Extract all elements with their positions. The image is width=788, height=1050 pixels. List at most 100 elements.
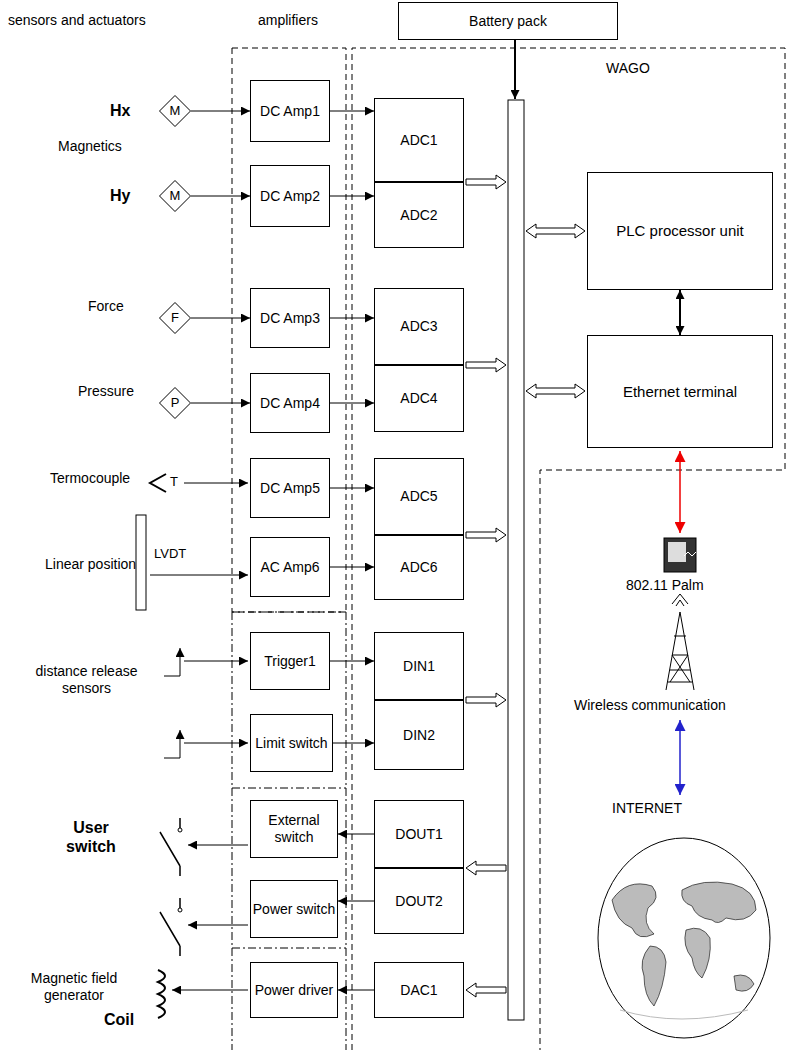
node-label: DC Amp1 bbox=[260, 103, 320, 120]
amplifier-group-outline bbox=[232, 48, 346, 612]
node-label: DC Amp4 bbox=[260, 395, 320, 412]
bus-arrow bbox=[526, 224, 585, 238]
ethernet-link bbox=[679, 451, 681, 533]
text-label: Linear position bbox=[45, 556, 136, 573]
node-text-group: Battery pack bbox=[469, 13, 547, 30]
node-label: Ethernet terminal bbox=[623, 383, 737, 401]
text-label: Termocouple bbox=[50, 470, 130, 487]
node-label: ADC5 bbox=[400, 488, 437, 505]
node-text-group: DIN2 bbox=[403, 727, 435, 744]
node-text-group: ADC5 bbox=[400, 488, 437, 505]
node-label: F bbox=[171, 310, 179, 326]
node-text-group: Power switch bbox=[253, 901, 335, 918]
node-label: Power driver bbox=[255, 982, 334, 999]
sensor-wire bbox=[150, 575, 248, 576]
switch-symbol bbox=[160, 818, 180, 876]
node-text-group: M bbox=[170, 103, 181, 119]
diamond-shape bbox=[160, 388, 191, 419]
node-text-group: External switch bbox=[251, 812, 337, 846]
io-module-box: ADC1 bbox=[374, 98, 464, 182]
node-text-group: DC Amp3 bbox=[260, 310, 320, 327]
coil-symbol bbox=[158, 970, 165, 1018]
node-text-group: DIN1 bbox=[403, 658, 435, 675]
io-module-box: ADC5 bbox=[374, 458, 464, 535]
diamond-shape bbox=[160, 181, 191, 212]
node-text-group: DC Amp1 bbox=[260, 103, 320, 120]
io-module-box: DOUT2 bbox=[374, 868, 464, 934]
pressure-sensor: P bbox=[159, 387, 191, 419]
switch-contact bbox=[178, 828, 182, 832]
amplifier-box: DC Amp4 bbox=[250, 373, 330, 433]
io-module-box: DOUT1 bbox=[374, 800, 464, 868]
node-text-group: ADC3 bbox=[400, 318, 437, 335]
connector-arrow bbox=[330, 196, 374, 197]
bus-arrow bbox=[466, 983, 506, 997]
connector-arrow bbox=[191, 111, 250, 112]
text-label: Magnetic field generator bbox=[6, 970, 142, 1004]
connector-arrow bbox=[679, 290, 681, 335]
antenna-signal bbox=[672, 594, 688, 606]
amplifier-box: DC Amp1 bbox=[250, 80, 330, 142]
coil-wire bbox=[172, 990, 248, 991]
node-text-group: DOUT2 bbox=[395, 893, 442, 910]
node-label: Battery pack bbox=[469, 13, 547, 30]
driver-group-outline bbox=[232, 612, 346, 1050]
amplifier-box: DC Amp3 bbox=[250, 288, 330, 348]
lvdt-symbol bbox=[136, 515, 146, 610]
bus-arrow bbox=[466, 528, 506, 542]
connector-arrow bbox=[330, 403, 374, 404]
text-label: 802.11 Palm bbox=[626, 577, 704, 594]
connector-arrow bbox=[338, 834, 374, 835]
text-label: distance release sensors bbox=[14, 663, 159, 697]
bus-bar bbox=[508, 100, 524, 1020]
node-text-group: ADC2 bbox=[400, 207, 437, 224]
bus-arrow bbox=[466, 693, 506, 707]
text-label: Wireless communication bbox=[574, 697, 726, 714]
io-module-box: ADC4 bbox=[374, 365, 464, 432]
node-label: DIN1 bbox=[403, 658, 435, 675]
processor-box: PLC processor unit bbox=[587, 172, 773, 290]
diamond-shape bbox=[160, 303, 191, 334]
amplifier-box: Power switch bbox=[250, 880, 338, 938]
amplifier-box: Trigger1 bbox=[250, 632, 330, 690]
node-text-group: M bbox=[170, 188, 181, 204]
node-label: DOUT2 bbox=[395, 893, 442, 910]
text-label: T bbox=[170, 474, 178, 490]
continent bbox=[685, 928, 710, 978]
node-label: AC Amp6 bbox=[260, 559, 319, 576]
connector-arrow bbox=[191, 196, 250, 197]
node-label: DAC1 bbox=[400, 982, 437, 999]
switch-wire bbox=[188, 845, 248, 846]
processor-box: Ethernet terminal bbox=[587, 335, 773, 448]
amplifier-box: Power driver bbox=[250, 962, 338, 1018]
node-text-group: DOUT1 bbox=[395, 826, 442, 843]
palm-detail bbox=[684, 552, 696, 556]
text-label: INTERNET bbox=[612, 800, 682, 817]
node-label: ADC6 bbox=[400, 559, 437, 576]
io-module-box: ADC3 bbox=[374, 288, 464, 365]
node-label: DIN2 bbox=[403, 727, 435, 744]
trigger-symbol bbox=[164, 730, 180, 758]
palm-screen bbox=[668, 542, 686, 562]
node-label: P bbox=[171, 395, 180, 411]
node-text-group: ADC1 bbox=[400, 132, 437, 149]
palm-icon bbox=[664, 538, 696, 572]
node-text-group: PLC processor unit bbox=[616, 222, 744, 240]
antenna-tower bbox=[666, 612, 694, 690]
node-text-group: ADC4 bbox=[400, 390, 437, 407]
node-label: ADC2 bbox=[400, 207, 437, 224]
connector-arrow bbox=[191, 318, 250, 319]
power-box: Battery pack bbox=[398, 2, 618, 40]
sensor-wire bbox=[184, 743, 248, 744]
node-label: Trigger1 bbox=[264, 653, 316, 670]
node-text-group: DC Amp4 bbox=[260, 395, 320, 412]
amplifier-box: Limit switch bbox=[250, 714, 333, 772]
connector-arrow bbox=[330, 318, 374, 319]
sensor-wire bbox=[184, 483, 248, 484]
globe-grid bbox=[620, 1010, 748, 1019]
node-label: DC Amp3 bbox=[260, 310, 320, 327]
switch-contact bbox=[178, 908, 182, 912]
bus-arrow bbox=[466, 861, 506, 875]
node-text-group: DC Amp2 bbox=[260, 188, 320, 205]
node-label: ADC3 bbox=[400, 318, 437, 335]
